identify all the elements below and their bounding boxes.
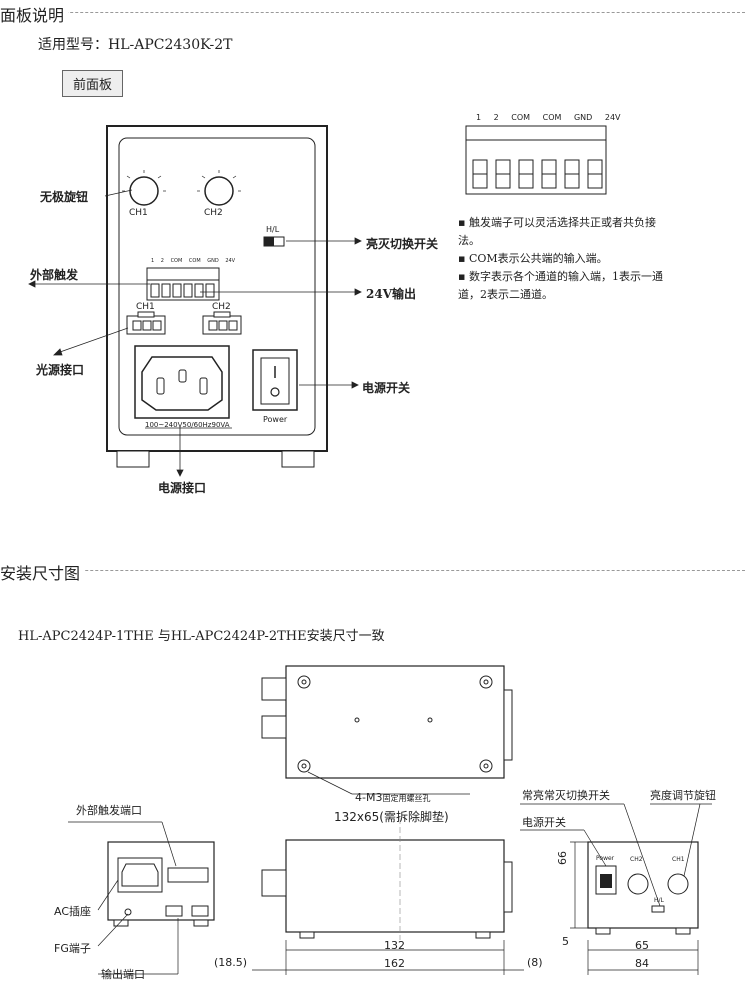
switch-label-install: 常亮常灭切换开关 [522,789,610,802]
note-line: ▪ 数字表示各个通道的输入端，1表示一通 [458,270,663,283]
section-title-install: 安装尺寸图 [0,560,85,584]
note-line: 法。 [458,234,480,247]
light-port-label: 光源接口 [36,363,85,377]
dim-66: 66 [556,851,569,865]
power-label: Power [263,415,288,424]
ch2-label: CH2 [204,208,223,218]
dim-65: 65 [635,939,649,952]
terminal-notes: ▪ 触发端子可以灵活选择共正或者共负接 法。 ▪ COM表示公共端的输入端。 ▪… [458,214,663,304]
ch1-port-label: CH1 [136,302,155,312]
terminal-mini-labels: 1 2 COM COM GND 24V [151,258,236,264]
section-title-panel: 面板说明 [0,2,69,26]
output-port-label: 输出端口 [101,968,145,981]
fg-terminal-label: FG端子 [54,942,91,955]
ch1-label: CH1 [129,208,148,218]
dim-5: 5 [562,935,569,948]
ac-socket-label: AC插座 [54,905,92,918]
dim-84: 84 [635,957,649,970]
dim-18-5: (18.5) [214,956,248,969]
dim-8: (8) [527,956,543,969]
output-24v-label: 24V输出 [366,287,417,301]
voltage-label: 100~240V50/60Hz90VA [145,421,230,429]
tab-front-panel[interactable]: 前面板 [62,70,124,97]
ch2-port-label: CH2 [212,302,231,312]
ch2-install: CH2 [630,856,643,863]
section-divider [0,570,745,571]
dim-132: 132 [384,939,405,952]
power-switch-install: 电源开关 [522,816,566,829]
hl-install: H/L [654,897,664,904]
power-switch-label: 电源开关 [362,381,411,395]
dims-note-label: 132x65(需拆除脚垫) [334,810,449,824]
power-label-install: Power [596,855,615,862]
switch-label: 亮灭切换开关 [366,237,439,251]
power-port-label: 电源接口 [158,481,207,495]
m3-label: 4-M3固定用螺丝孔 [355,791,431,804]
ext-trigger-label: 外部触发 [30,268,79,282]
note-line: 道，2表示二通道。 [458,288,553,301]
note-line: ▪ 触发端子可以灵活选择共正或者共负接 [458,216,656,229]
ch1-install: CH1 [672,856,685,863]
install-subtitle: HL-APC2424P-1THE 与HL-APC2424P-2THE安装尺寸一致 [18,629,385,644]
knob-label: 无极旋钮 [40,190,89,204]
section-divider [0,12,745,13]
note-line: ▪ COM表示公共端的输入端。 [458,252,608,265]
model-line: 适用型号：HL-APC2430K-2T [38,37,233,53]
ext-trigger-port-label: 外部触发端口 [76,804,142,817]
hl-label: H/L [266,225,280,234]
terminal-labels: 1 2 COM COM GND 24V [476,113,621,122]
knob-label-install: 亮度调节旋钮 [650,789,716,802]
dim-162: 162 [384,957,405,970]
